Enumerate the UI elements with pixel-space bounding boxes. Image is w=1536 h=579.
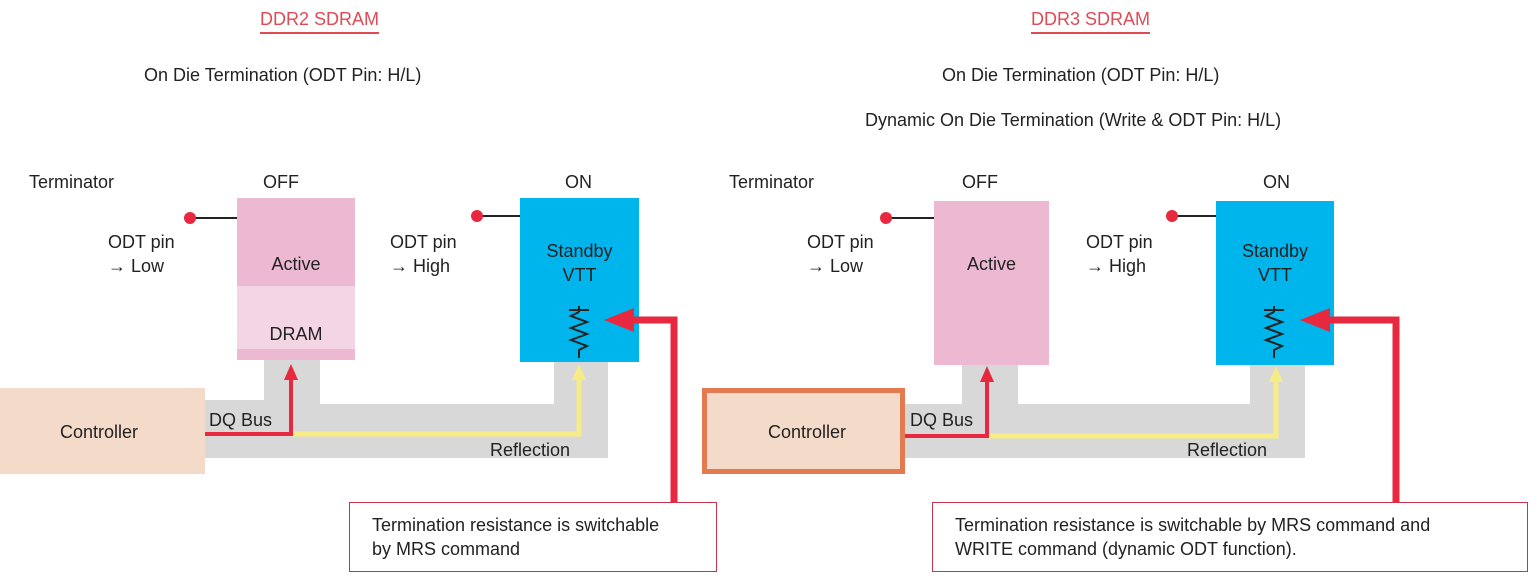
ddr3-on-label: ON (1263, 172, 1290, 192)
ddr2-dq-bus-label: DQ Bus (209, 410, 273, 430)
ddr3-write-path (905, 378, 989, 438)
ddr2-active-block (237, 198, 355, 286)
ddr2-resistor-icon (568, 306, 590, 358)
ddr2-odt-high-line1: ODT pin (390, 232, 457, 252)
ddr2-off-label: OFF (263, 172, 299, 192)
ddr2-dram-bottom-strip (237, 349, 355, 360)
ddr2-odt-low-line2: → Low (108, 256, 165, 276)
ddr3-controller-box (702, 388, 905, 474)
ddr2-controller-box (0, 388, 205, 474)
ddr3-active-label: Active (966, 254, 1017, 274)
ddr2-odt-pin-on-dot (471, 210, 483, 222)
ddr2-control-path (628, 316, 678, 502)
ddr2-reflection-label: Reflection (490, 440, 571, 460)
ddr2-title: DDR2 SDRAM (260, 8, 380, 34)
ddr2-dram-block (237, 286, 355, 360)
ddr2-dram-label: DRAM (269, 324, 323, 344)
ddr2-odt-high-line2: → High (390, 256, 451, 276)
ddr2-standby-label: Standby (546, 241, 613, 261)
ddr2-odt-low-line1: ODT pin (108, 232, 175, 252)
ddr3-write-arrowhead (980, 366, 994, 382)
ddr2-controller-label: Controller (59, 422, 139, 442)
ddr3-reflection-arrowhead (1269, 366, 1283, 382)
ddr2-terminator-label: Terminator (29, 172, 115, 192)
ddr3-title: DDR3 SDRAM (1031, 8, 1151, 34)
ddr3-active-block (934, 201, 1049, 365)
ddr2-write-path (205, 376, 293, 436)
ddr3-subtitle-dynamic: Dynamic On Die Termination (Write & ODT … (865, 110, 1282, 130)
ddr3-control-arrowhead (1300, 308, 1330, 332)
ddr2-vtt-label: VTT (562, 265, 597, 285)
ddr3-note: Termination resistance is switchable by … (932, 502, 1528, 572)
ddr3-standby-label: Standby (1241, 241, 1309, 261)
ddr2-reflection-path (292, 378, 582, 437)
ddr3-off-label: OFF (962, 172, 998, 192)
ddr3-odt-low-line1: ODT pin (807, 232, 874, 252)
ddr2-note-line2: by MRS command (372, 539, 521, 559)
ddr2-diagram (184, 198, 678, 502)
ddr3-resistor-icon (1263, 306, 1285, 358)
ddr2-odt-pin-off-dot (184, 212, 196, 224)
ddr3-odt-low-line2: → Low (807, 256, 864, 276)
ddr3-odt-pin-off-dot (880, 212, 892, 224)
ddr3-dq-bus-label: DQ Bus (910, 410, 974, 430)
ddr3-odt-high-line1: ODT pin (1086, 232, 1153, 252)
ddr2-reflection-arrowhead (572, 364, 586, 380)
ddr3-odt-high-line2: → High (1086, 256, 1147, 276)
ddr3-diagram (880, 201, 1400, 502)
ddr2-control-arrowhead (604, 308, 634, 332)
ddr3-note-line2: WRITE command (dynamic ODT function). (955, 539, 1297, 559)
ddr2-active-label: Active (271, 254, 321, 274)
ddr2-note-line1: Termination resistance is switchable (372, 515, 660, 535)
ddr3-reflection-label: Reflection (1187, 440, 1268, 460)
ddr3-control-path (1326, 316, 1400, 502)
ddr3-terminator-label: Terminator (729, 172, 815, 192)
ddr2-standby-vtt-block (520, 198, 639, 362)
ddr3-odt-pin-on-dot (1166, 210, 1178, 222)
ddr3-vtt-label: VTT (1258, 265, 1292, 285)
ddr2-write-arrowhead (284, 364, 298, 380)
ddr3-reflection-path (988, 380, 1279, 439)
ddr2-on-label: ON (565, 172, 592, 192)
ddr2-note: Termination resistance is switchable by … (349, 502, 717, 572)
ddr2-subtitle: On Die Termination (ODT Pin: H/L) (144, 65, 422, 85)
ddr3-subtitle: On Die Termination (ODT Pin: H/L) (942, 65, 1220, 85)
ddr3-controller-label: Controller (767, 422, 847, 442)
ddr3-note-line1: Termination resistance is switchable by … (955, 515, 1431, 535)
